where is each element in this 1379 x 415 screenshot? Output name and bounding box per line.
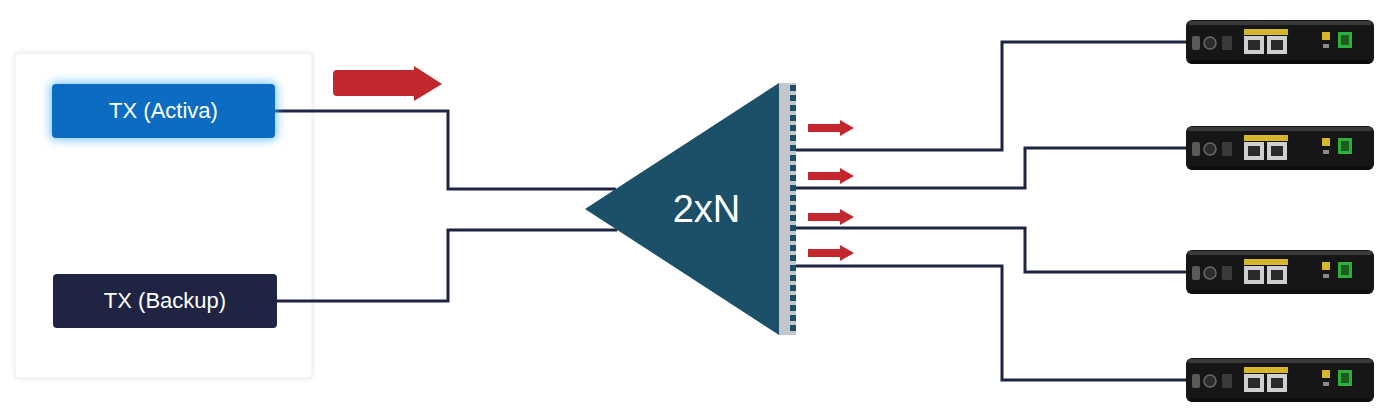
splitter-port	[790, 225, 796, 231]
splitter-body	[585, 83, 779, 335]
splitter-port	[790, 295, 796, 301]
output-arrows	[808, 120, 854, 261]
splitter-port	[790, 175, 796, 181]
splitter-port	[790, 255, 796, 261]
splitter-port	[790, 95, 796, 101]
transmitter-box: TX (Backup)	[53, 274, 277, 328]
fiber-connector	[275, 111, 616, 189]
splitter-port	[790, 235, 796, 241]
node-label: TX (Activa)	[109, 98, 218, 124]
ont-devices	[1186, 20, 1374, 402]
splitter-triangle: 2xN	[585, 83, 796, 335]
splitter-port	[790, 155, 796, 161]
splitter-port	[790, 325, 796, 331]
splitter-port	[790, 105, 796, 111]
fiber-connector	[277, 230, 617, 301]
splitter-port	[790, 145, 796, 151]
splitter-port	[790, 165, 796, 171]
splitter-port	[790, 265, 796, 271]
splitter-port	[790, 315, 796, 321]
splitter-port	[790, 305, 796, 311]
splitter-port	[790, 205, 796, 211]
node-label: TX (Backup)	[104, 288, 226, 314]
splitter-port	[790, 215, 796, 221]
transmitter-box: TX (Activa)	[52, 84, 275, 138]
splitter-port	[790, 115, 796, 121]
splitter-port	[790, 185, 796, 191]
splitter-port	[790, 125, 796, 131]
splitter-port	[790, 285, 796, 291]
splitter-port	[790, 85, 796, 91]
splitter-port	[790, 195, 796, 201]
node-label: 2xN	[673, 188, 741, 231]
source-panel	[15, 53, 312, 378]
output-fibers	[795, 42, 1186, 380]
splitter-port	[790, 135, 796, 141]
splitter-port	[790, 275, 796, 281]
splitter-port-bar	[779, 83, 796, 335]
signal-arrow	[333, 66, 442, 101]
splitter-port	[790, 245, 796, 251]
